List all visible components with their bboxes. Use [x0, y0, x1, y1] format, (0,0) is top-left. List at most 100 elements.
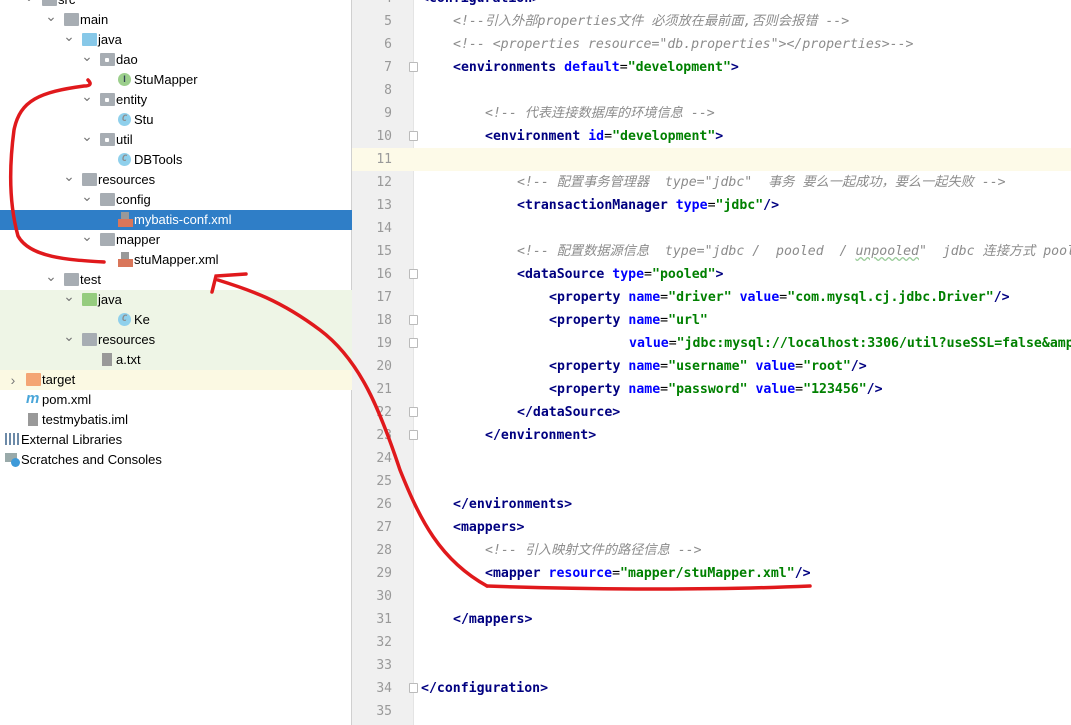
xml-file-icon	[118, 252, 133, 267]
tree-item[interactable]: ⌄resources	[0, 328, 352, 350]
code-line[interactable]: value="jdbc:mysql://localhost:3306/util?…	[414, 332, 1071, 355]
tree-item[interactable]: ⌄util	[0, 128, 352, 150]
code-line[interactable]: <dataSource type="pooled">	[414, 263, 1071, 286]
chevron-right-icon[interactable]: ›	[10, 372, 16, 388]
line-number: 11	[352, 148, 414, 171]
code-line[interactable]: <mapper resource="mapper/stuMapper.xml"/…	[414, 562, 1071, 585]
code-line[interactable]: <transactionManager type="jdbc"/>	[414, 194, 1071, 217]
tree-item[interactable]: stuMapper.xml	[0, 250, 352, 270]
code-line[interactable]	[414, 447, 1071, 470]
code-line[interactable]: </configuration>	[414, 677, 1071, 700]
chevron-down-icon[interactable]: ⌄	[45, 268, 57, 284]
chevron-down-icon[interactable]: ⌄	[63, 28, 75, 44]
tree-item-label: test	[80, 272, 101, 287]
code-token: "username"	[668, 359, 756, 374]
tree-item[interactable]: ⌄config	[0, 188, 352, 210]
code-line[interactable]: <property name="driver" value="com.mysql…	[414, 286, 1071, 309]
code-line[interactable]	[414, 79, 1071, 102]
code-line[interactable]: </environment>	[414, 424, 1071, 447]
code-line[interactable]	[414, 700, 1071, 723]
indent	[414, 474, 421, 489]
code-token: =	[644, 267, 652, 282]
code-token: <mappers>	[453, 520, 525, 535]
indent	[414, 267, 517, 282]
code-line[interactable]: <property name="username" value="root"/>	[414, 355, 1071, 378]
chevron-down-icon[interactable]: ⌄	[81, 228, 93, 244]
folder-icon	[64, 13, 79, 26]
package-icon	[100, 133, 115, 146]
indent	[414, 589, 421, 604]
code-line[interactable]	[414, 631, 1071, 654]
code-line[interactable]: <mappers>	[414, 516, 1071, 539]
line-number: 22	[376, 405, 392, 420]
chevron-down-icon[interactable]: ⌄	[81, 88, 93, 104]
fold-marker-icon[interactable]	[409, 62, 418, 72]
code-line[interactable]: <!-- 代表连接数据库的环境信息 -->	[414, 102, 1071, 125]
tree-item[interactable]: ⌄entity	[0, 88, 352, 110]
chevron-down-icon[interactable]: ⌄	[23, 0, 35, 6]
code-line[interactable]: <!--引入外部properties文件 必须放在最前面,否则会报错 -->	[414, 10, 1071, 33]
code-line[interactable]: <!-- 配置数据源信息 type="jdbc / pooled / unpoo…	[414, 240, 1071, 263]
code-token: >	[715, 129, 724, 144]
tree-item[interactable]: External Libraries	[0, 430, 352, 450]
code-line[interactable]	[414, 148, 1071, 171]
tree-item-label: Ke	[134, 312, 150, 327]
chevron-down-icon[interactable]: ⌄	[63, 328, 75, 344]
tree-item[interactable]: ⌄mapper	[0, 228, 352, 250]
indent	[414, 290, 549, 305]
fold-marker-icon[interactable]	[409, 683, 418, 693]
tree-item[interactable]: ⌄java	[0, 28, 352, 50]
code-line[interactable]: <environments default="development">	[414, 56, 1071, 79]
tree-item-label: pom.xml	[42, 392, 92, 407]
code-line[interactable]: <!-- 引入映射文件的路径信息 -->	[414, 539, 1071, 562]
xml-file-icon	[118, 212, 133, 227]
chevron-down-icon[interactable]: ⌄	[45, 8, 57, 24]
code-line[interactable]: <!-- 配置事务管理器 type="jdbc" 事务 要么一起成功，要么一起失…	[414, 171, 1071, 194]
code-token: type	[612, 267, 645, 282]
code-line[interactable]: <property name="password" value="123456"…	[414, 378, 1071, 401]
tree-item[interactable]: ›target	[0, 370, 352, 390]
project-tree[interactable]: ⌄src⌄main⌄java⌄daoIStuMapper⌄entityCStu⌄…	[0, 0, 352, 725]
tree-item-label: External Libraries	[21, 432, 123, 447]
tree-item[interactable]: ⌄src	[0, 0, 352, 10]
indent	[414, 0, 421, 6]
code-line[interactable]: <configuration>	[414, 0, 1071, 10]
tree-item[interactable]: mybatis-conf.xml	[0, 210, 352, 230]
code-token: "development"	[612, 129, 716, 144]
code-token: "jdbc"	[715, 198, 764, 213]
chevron-down-icon[interactable]: ⌄	[63, 288, 75, 304]
code-editor[interactable]: 4567891011121314151617181920212223242526…	[352, 0, 1071, 725]
code-line[interactable]: <environment id="development">	[414, 125, 1071, 148]
line-number: 10	[376, 129, 392, 144]
chevron-down-icon[interactable]: ⌄	[63, 168, 75, 184]
chevron-down-icon[interactable]: ⌄	[81, 48, 93, 64]
code-line[interactable]: </dataSource>	[414, 401, 1071, 424]
code-line[interactable]: </environments>	[414, 493, 1071, 516]
chevron-down-icon[interactable]: ⌄	[81, 128, 93, 144]
code-line[interactable]	[414, 585, 1071, 608]
tree-item[interactable]: ⌄resources	[0, 168, 352, 190]
code-line[interactable]	[414, 654, 1071, 677]
indent	[414, 83, 421, 98]
tree-item[interactable]: Scratches and Consoles	[0, 450, 352, 470]
tree-item[interactable]: testmybatis.iml	[0, 410, 352, 430]
indent	[414, 244, 517, 259]
code-token: "mapper/stuMapper.xml"	[620, 566, 795, 581]
tree-item[interactable]: ⌄dao	[0, 48, 352, 70]
code-line[interactable]	[414, 470, 1071, 493]
code-line[interactable]: <!-- <properties resource="db.properties…	[414, 33, 1071, 56]
fold-marker-icon[interactable]	[409, 131, 418, 141]
code-line[interactable]: <property name="url"	[414, 309, 1071, 332]
tree-item[interactable]: ⌄ test	[0, 268, 352, 290]
chevron-down-icon[interactable]: ⌄	[81, 188, 93, 204]
code-line[interactable]: </mappers>	[414, 608, 1071, 631]
code-line[interactable]	[414, 217, 1071, 240]
tree-item[interactable]: ⌄main	[0, 8, 352, 30]
tree-item[interactable]: a.txt	[0, 350, 352, 370]
tree-item[interactable]: ⌄java	[0, 288, 352, 310]
